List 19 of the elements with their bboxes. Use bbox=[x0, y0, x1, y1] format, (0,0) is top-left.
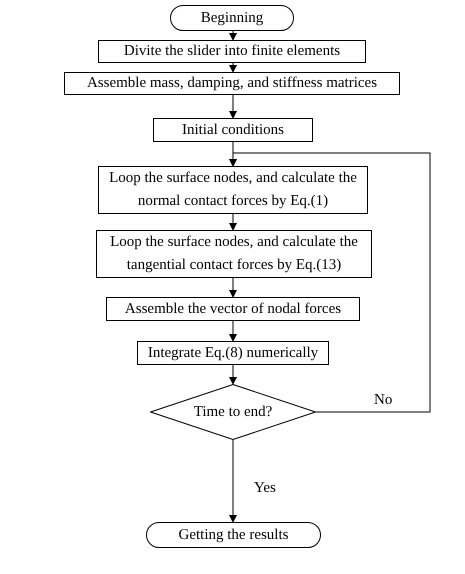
arrow bbox=[229, 62, 237, 73]
process-box: Integrate Eq.(8) numerically bbox=[137, 341, 329, 365]
decision-text: Time to end? bbox=[194, 402, 272, 422]
process-box: Loop the surface nodes, and calculate the tangential contact forces by Eq.(13) bbox=[96, 230, 372, 278]
arrow bbox=[229, 364, 237, 385]
arrow bbox=[229, 278, 237, 298]
arrow bbox=[229, 320, 237, 342]
terminal-box: Getting the results bbox=[146, 522, 321, 548]
process-box: Assemble mass, damping, and stiffness matrices bbox=[64, 72, 400, 95]
process-box: Divite the slider into finite elements bbox=[98, 40, 366, 63]
process-box: Assemble the vector of nodal forces bbox=[106, 297, 360, 321]
arrow bbox=[229, 214, 237, 231]
arrow bbox=[229, 30, 237, 41]
arrow bbox=[229, 440, 237, 523]
arrow bbox=[229, 94, 237, 119]
arrow bbox=[229, 152, 430, 412]
process-box: Loop the surface nodes, and calculate the normal contact forces by Eq.(1) bbox=[98, 166, 368, 214]
process-box: Initial conditions bbox=[153, 118, 313, 142]
terminal-box: Beginning bbox=[170, 5, 294, 31]
